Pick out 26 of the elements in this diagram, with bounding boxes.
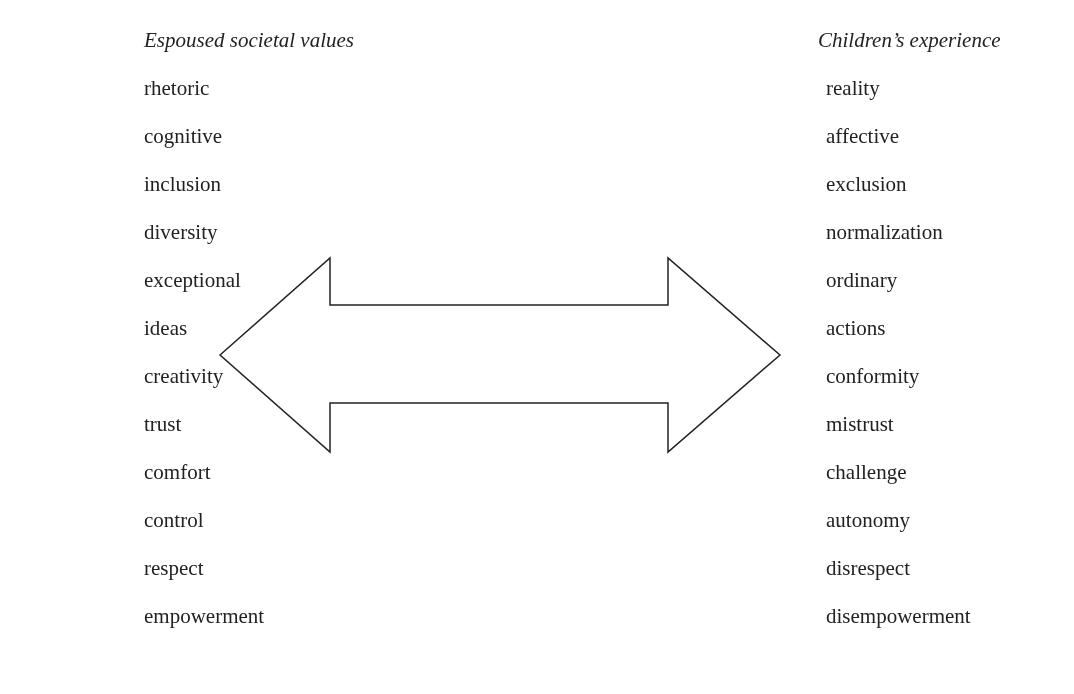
value-term: exceptional <box>144 267 241 293</box>
value-term: normalization <box>826 219 943 245</box>
value-term: disempowerment <box>826 603 971 629</box>
value-term: cognitive <box>144 123 223 149</box>
column-heading: Children’s experience <box>818 27 1001 53</box>
value-term: affective <box>826 123 900 149</box>
value-term: empowerment <box>144 603 265 629</box>
value-term: autonomy <box>826 507 910 533</box>
value-term: comfort <box>144 459 211 485</box>
value-term: inclusion <box>144 171 221 197</box>
value-term: disrespect <box>826 555 910 581</box>
value-term: exclusion <box>826 171 907 197</box>
value-term: creativity <box>144 363 224 389</box>
value-term: ideas <box>144 315 188 341</box>
value-term: conformity <box>826 363 920 389</box>
value-term: diversity <box>144 219 218 245</box>
value-term: mistrust <box>826 411 894 437</box>
value-term: actions <box>826 315 886 341</box>
value-term: challenge <box>826 459 907 485</box>
column-heading: Espoused societal values <box>144 27 354 53</box>
value-term: trust <box>144 411 182 437</box>
value-term: control <box>144 507 204 533</box>
value-term: respect <box>144 555 204 581</box>
value-term: ordinary <box>826 267 898 293</box>
value-term: rhetoric <box>144 75 210 101</box>
value-term: reality <box>826 75 880 101</box>
